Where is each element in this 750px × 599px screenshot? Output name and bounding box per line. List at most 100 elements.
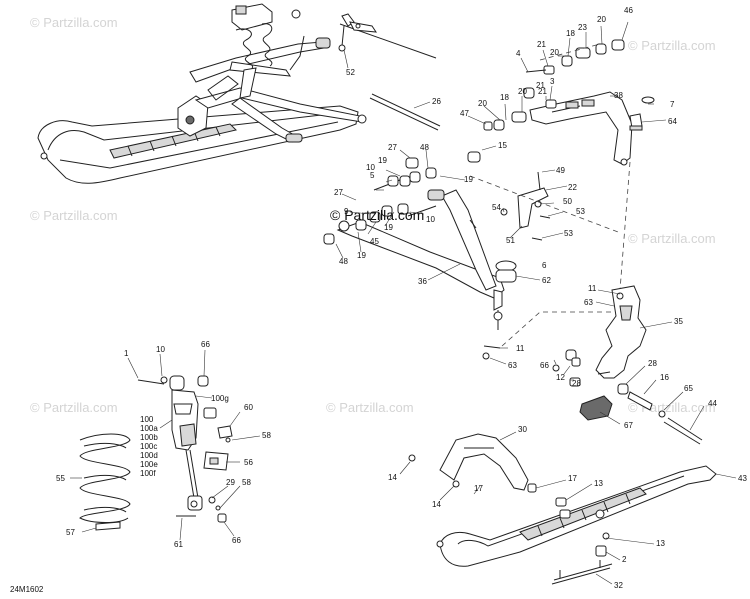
callout-7: 7 — [670, 100, 675, 109]
callout-60: 60 — [244, 403, 253, 412]
spindle-35 — [595, 285, 647, 379]
callout-14: 14 — [432, 500, 441, 509]
callout-19: 19 — [464, 175, 473, 184]
spindle-hardware — [552, 349, 703, 445]
callout-100b: 100b — [140, 433, 158, 442]
sway-bar-link-52 — [338, 13, 437, 59]
callout-28: 28 — [572, 379, 581, 388]
watermark: © Partzilla.com — [628, 38, 716, 53]
callout-66: 66 — [201, 340, 210, 349]
callout-62: 62 — [542, 276, 551, 285]
callout-3: 3 — [550, 77, 555, 86]
assembly-guide-lines — [469, 43, 631, 347]
callout-17: 17 — [474, 484, 483, 493]
callout-14: 14 — [388, 473, 397, 482]
callout-100e: 100e — [140, 460, 158, 469]
callout-100g: 100g — [211, 394, 229, 403]
callout-23: 23 — [578, 23, 587, 32]
watermark: © Partzilla.com — [30, 208, 118, 223]
callout-32: 32 — [614, 581, 623, 590]
callout-20: 20 — [478, 99, 487, 108]
watermark: © Partzilla.com — [628, 231, 716, 246]
upper-hardware — [467, 39, 655, 163]
callout-18: 18 — [566, 29, 575, 38]
callout-29: 29 — [226, 478, 235, 487]
callout-44: 44 — [708, 399, 717, 408]
callout-53: 53 — [564, 229, 573, 238]
callout-66: 66 — [540, 361, 549, 370]
lower-a-arm-36 — [336, 189, 505, 330]
callout-18: 18 — [500, 93, 509, 102]
watermark-main: © Partzilla.com — [330, 207, 424, 223]
lower-hardware — [323, 157, 551, 360]
callout-1: 1 — [124, 349, 129, 358]
callout-27: 27 — [388, 143, 397, 152]
callout-5: 5 — [370, 171, 375, 180]
callout-50: 50 — [563, 197, 572, 206]
watermark: © Partzilla.com — [30, 400, 118, 415]
callout-100c: 100c — [140, 442, 157, 451]
callout-53: 53 — [576, 207, 585, 216]
callout-100d: 100d — [140, 451, 158, 460]
callout-61: 61 — [174, 540, 183, 549]
callout-49: 49 — [556, 166, 565, 175]
rod-26 — [369, 97, 439, 131]
watermark: © Partzilla.com — [30, 15, 118, 30]
callout-55: 55 — [56, 474, 65, 483]
assembled-suspension-illustration — [37, 3, 367, 184]
callout-52: 52 — [346, 68, 355, 77]
callout-4: 4 — [516, 49, 521, 58]
callout-57: 57 — [66, 528, 75, 537]
callout-22: 22 — [568, 183, 577, 192]
callout-9: 9 — [344, 207, 349, 216]
callout-47: 47 — [460, 109, 469, 118]
ski-leg-30 — [408, 433, 537, 493]
callout-100a: 100a — [140, 424, 158, 433]
callout-63: 63 — [508, 361, 517, 370]
callout-2: 2 — [622, 555, 627, 564]
callout-11: 11 — [516, 344, 525, 353]
callout-13: 13 — [656, 539, 665, 548]
callout-35: 35 — [674, 317, 683, 326]
callout-6: 6 — [542, 261, 547, 270]
callout-10: 10 — [366, 163, 375, 172]
callout-43: 43 — [738, 474, 747, 483]
callout-51: 51 — [506, 236, 515, 245]
callout-28: 28 — [648, 359, 657, 368]
callout-36: 36 — [418, 277, 427, 286]
callout-26: 26 — [432, 97, 441, 106]
callout-20: 20 — [597, 15, 606, 24]
callout-10: 10 — [426, 215, 435, 224]
callout-20: 20 — [550, 48, 559, 57]
callout-48: 48 — [339, 257, 348, 266]
callout-21: 21 — [536, 81, 545, 90]
callout-58: 58 — [242, 478, 251, 487]
callout-19: 19 — [378, 156, 387, 165]
callout-56: 56 — [244, 458, 253, 467]
callout-30: 30 — [518, 425, 527, 434]
callout-19: 19 — [384, 223, 393, 232]
callout-66: 66 — [232, 536, 241, 545]
callout-54: 54 — [492, 203, 501, 212]
callout-13: 13 — [594, 479, 603, 488]
leader-lines — [70, 21, 737, 585]
diagram-code: 24M1602 — [10, 585, 44, 594]
callout-19: 19 — [357, 251, 366, 260]
shock-absorber-exploded — [79, 375, 233, 531]
callout-100f: 100f — [140, 469, 156, 478]
callout-10: 10 — [156, 345, 165, 354]
callout-numbers: 46 20 23 18 21 20 4 52 3 21 38 7 64 26 1… — [56, 6, 747, 590]
callout-48: 48 — [420, 143, 429, 152]
watermark-layer: © Partzilla.com © Partzilla.com © Partzi… — [30, 15, 716, 415]
callout-21: 21 — [538, 87, 547, 96]
watermark: © Partzilla.com — [326, 400, 414, 415]
callout-21: 21 — [537, 40, 546, 49]
callout-45: 45 — [370, 237, 379, 246]
callout-12: 12 — [556, 373, 565, 382]
callout-67: 67 — [624, 421, 633, 430]
callout-11: 11 — [588, 284, 597, 293]
callout-27: 27 — [334, 188, 343, 197]
callout-20: 20 — [518, 87, 527, 96]
coil-spring-55 — [79, 433, 131, 523]
